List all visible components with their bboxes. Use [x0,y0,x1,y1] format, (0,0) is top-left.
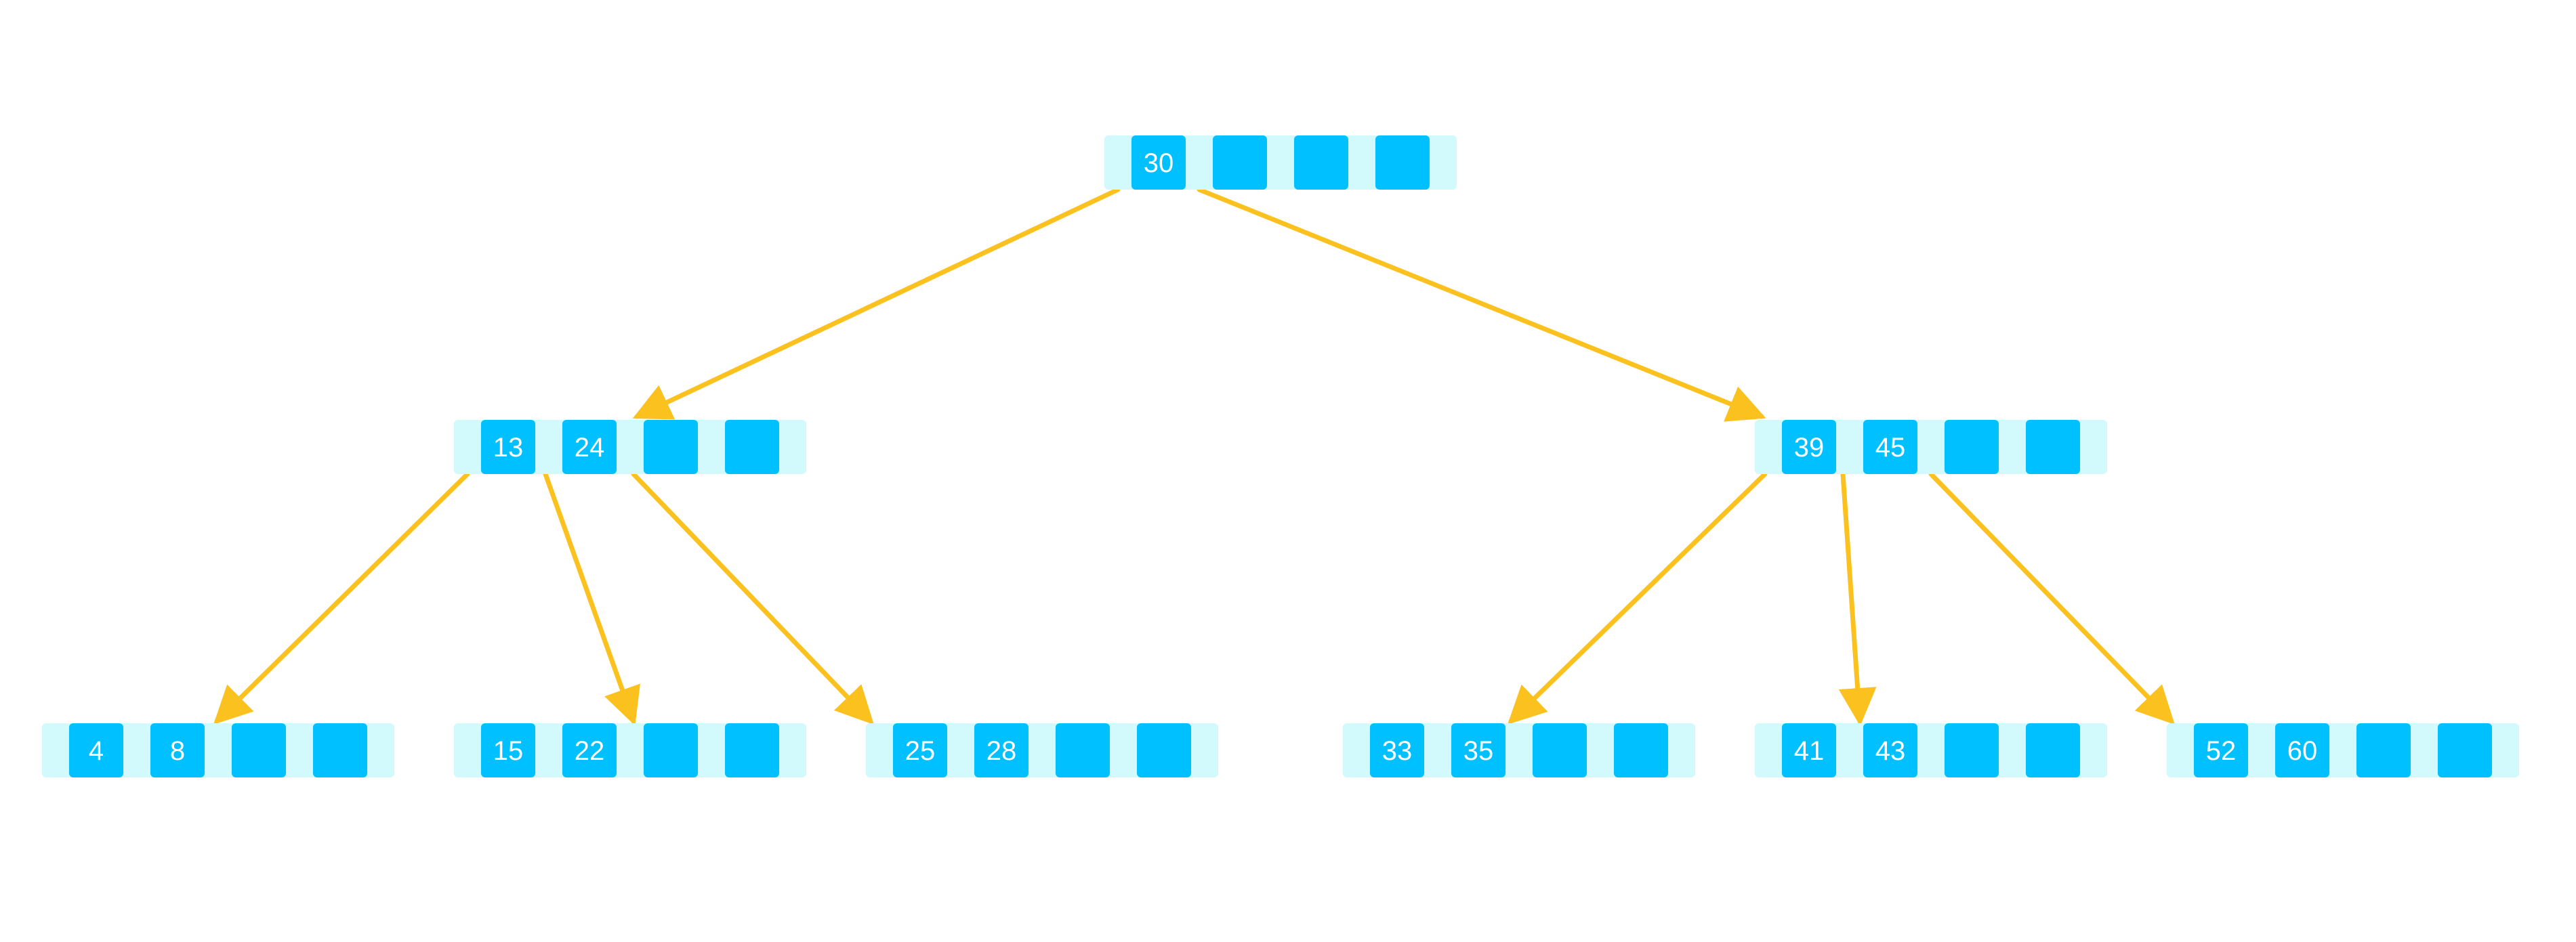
leaf-node-1-key-slot-2 [150,723,205,777]
root-node-key-slot-3 [1294,135,1348,190]
leaf-node-4-background [1343,723,1695,777]
leaf-node-5-key-1: 41 [1794,736,1825,766]
root-node: 30 [1104,135,1457,190]
leaf-node-5-key-slot-2 [1863,723,1917,777]
internal-node-1-key-1: 13 [493,433,524,463]
root-node-key-slot-2 [1213,135,1267,190]
internal-node-2-key-slot-2 [1863,420,1917,474]
internal-node-1-key-slot-1 [481,420,535,474]
leaf-node-3-key-2: 28 [986,736,1017,766]
internal-node-1-key-slot-3 [644,420,698,474]
edge-arrow-8 [1928,471,2175,725]
edge-arrow-6 [1507,471,1768,725]
leaf-node-5-key-slot-4 [2026,723,2080,777]
leaf-node-3-key-slot-2 [974,723,1029,777]
edge-arrow-1 [632,187,1121,420]
internal-node-2-key-slot-1 [1782,420,1836,474]
leaf-node-3: 25 28 [866,723,1218,777]
leaf-node-3-key-1: 25 [905,736,936,766]
leaf-node-2-key-slot-2 [562,723,617,777]
internal-node-2-key-slot-4 [2026,420,2080,474]
internal-node-2: 39 45 [1755,420,2107,474]
leaf-node-3-key-slot-3 [1056,723,1110,777]
leaf-node-5-key-2: 43 [1875,736,1906,766]
edge-arrow-5 [631,471,874,725]
leaf-node-4-key-slot-1 [1370,723,1424,777]
leaf-node-6-key-1: 52 [2206,736,2237,766]
internal-node-1: 13 24 [454,420,806,474]
leaf-node-6-background [2167,723,2519,777]
root-node-key-1: 30 [1144,148,1174,178]
internal-node-1-key-2: 24 [575,433,605,463]
leaf-node-2-key-1: 15 [493,736,524,766]
edges-layer [213,187,2175,726]
internal-node-1-background [454,420,806,474]
leaf-node-3-background [866,723,1218,777]
leaf-node-5-key-slot-3 [1945,723,1999,777]
edge-arrow-2 [1197,187,1766,422]
edge-arrow-3 [213,471,470,725]
leaf-node-4-key-slot-3 [1533,723,1587,777]
leaf-node-3-key-slot-1 [893,723,947,777]
leaf-node-6-key-slot-2 [2275,723,2329,777]
leaf-node-4-key-slot-4 [1614,723,1668,777]
leaf-node-4-key-2: 35 [1463,736,1494,766]
leaf-node-6-key-slot-1 [2194,723,2248,777]
leaf-node-2-background [454,723,806,777]
leaf-node-1-key-slot-1 [69,723,123,777]
leaf-node-1-key-slot-4 [313,723,367,777]
internal-node-2-background [1755,420,2107,474]
leaf-node-4-key-1: 33 [1382,736,1413,766]
internal-node-2-key-1: 39 [1794,433,1825,463]
leaf-node-6: 52 60 [2167,723,2519,777]
leaf-node-1-background [42,723,394,777]
internal-node-1-key-slot-2 [562,420,617,474]
leaf-node-2-key-slot-3 [644,723,698,777]
internal-node-1-key-slot-4 [725,420,779,474]
internal-node-2-key-slot-3 [1945,420,1999,474]
leaf-node-1-key-2: 8 [170,736,185,766]
leaf-node-6-key-slot-3 [2356,723,2411,777]
leaf-node-3-key-slot-4 [1137,723,1191,777]
leaf-node-4: 33 35 [1343,723,1695,777]
internal-node-2-key-2: 45 [1875,433,1906,463]
leaf-node-4-key-slot-2 [1451,723,1505,777]
leaf-node-1-key-slot-3 [232,723,286,777]
leaf-node-5-background [1755,723,2107,777]
edge-arrow-7 [1838,471,1877,726]
edge-arrow-4 [543,471,640,726]
leaf-node-2-key-slot-4 [725,723,779,777]
leaf-node-2-key-2: 22 [575,736,605,766]
root-node-background [1104,135,1457,190]
leaf-node-5: 41 43 [1755,723,2107,777]
leaf-node-5-key-slot-1 [1782,723,1836,777]
leaf-node-6-key-slot-4 [2438,723,2492,777]
leaf-node-6-key-2: 60 [2287,736,2318,766]
leaf-node-1-key-1: 4 [89,736,104,766]
root-node-key-slot-1 [1131,135,1186,190]
leaf-node-2-key-slot-1 [481,723,535,777]
root-node-key-slot-4 [1375,135,1430,190]
